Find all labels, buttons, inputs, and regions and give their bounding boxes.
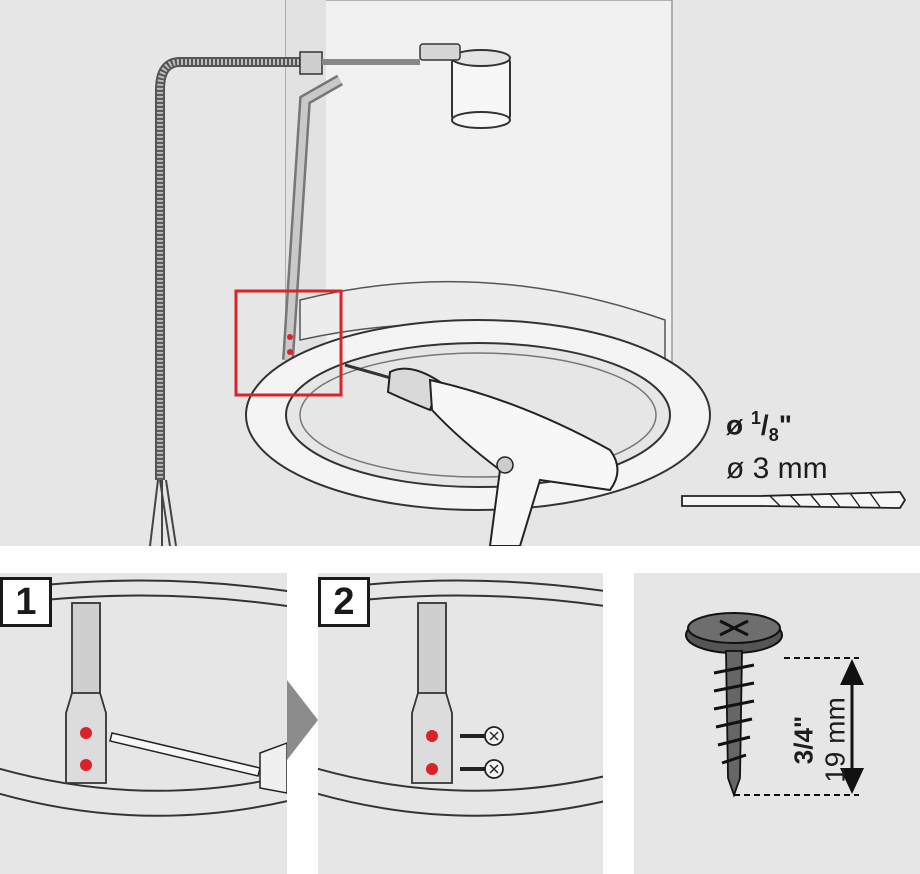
drill-bit-mm-label: ø 3 mm: [726, 452, 828, 485]
drill-icon: [344, 363, 619, 546]
drill-bit-icon: [109, 732, 287, 794]
drill-bit-icon: [681, 491, 907, 509]
screw-length-label: 3/4" 19 mm: [788, 675, 851, 805]
ring-edge: [318, 792, 603, 817]
bracket-stem: [71, 602, 101, 704]
hole-marker: [80, 759, 92, 771]
ring-edge: [0, 767, 287, 792]
junction-box-icon: [419, 43, 511, 129]
screw-icon: [460, 726, 504, 746]
ring-edge: [0, 792, 287, 817]
hole-marker: [287, 349, 293, 355]
conduit-icon: [149, 51, 420, 546]
screw-icon: [460, 759, 504, 779]
screw-detail-svg: [634, 573, 920, 874]
hole-marker: [426, 730, 438, 742]
dimension-arrow-top: [840, 659, 864, 685]
drill-bit-inch-label: ø 1/8": [726, 408, 792, 445]
background: [634, 573, 920, 874]
cable-bracket-highlight: [284, 76, 342, 361]
screw-detail-panel: [634, 573, 920, 874]
screw-icon: [685, 612, 783, 798]
step-2-badge: 2: [318, 577, 370, 627]
hole-marker: [426, 763, 438, 775]
screw-length-mm: 19 mm: [819, 697, 851, 783]
step-1-panel: 1: [0, 573, 287, 874]
dimension-arrow-bottom: [840, 768, 864, 794]
arrow-right-icon: [287, 680, 318, 760]
highlight-box: [234, 289, 343, 397]
step-1-svg: [0, 573, 287, 874]
bracket-stem: [417, 602, 447, 704]
ring-edge: [318, 767, 603, 792]
screw-length-inch: 3/4": [788, 715, 819, 765]
step-2-panel: 2: [318, 573, 603, 874]
step-1-badge: 1: [0, 577, 52, 627]
dimension-guides: [734, 657, 859, 796]
installation-illustration: ø 1/8" ø 3 mm: [0, 0, 920, 546]
main-illustration-svg: [0, 0, 920, 546]
hole-marker: [80, 727, 92, 739]
hole-marker: [287, 334, 293, 340]
